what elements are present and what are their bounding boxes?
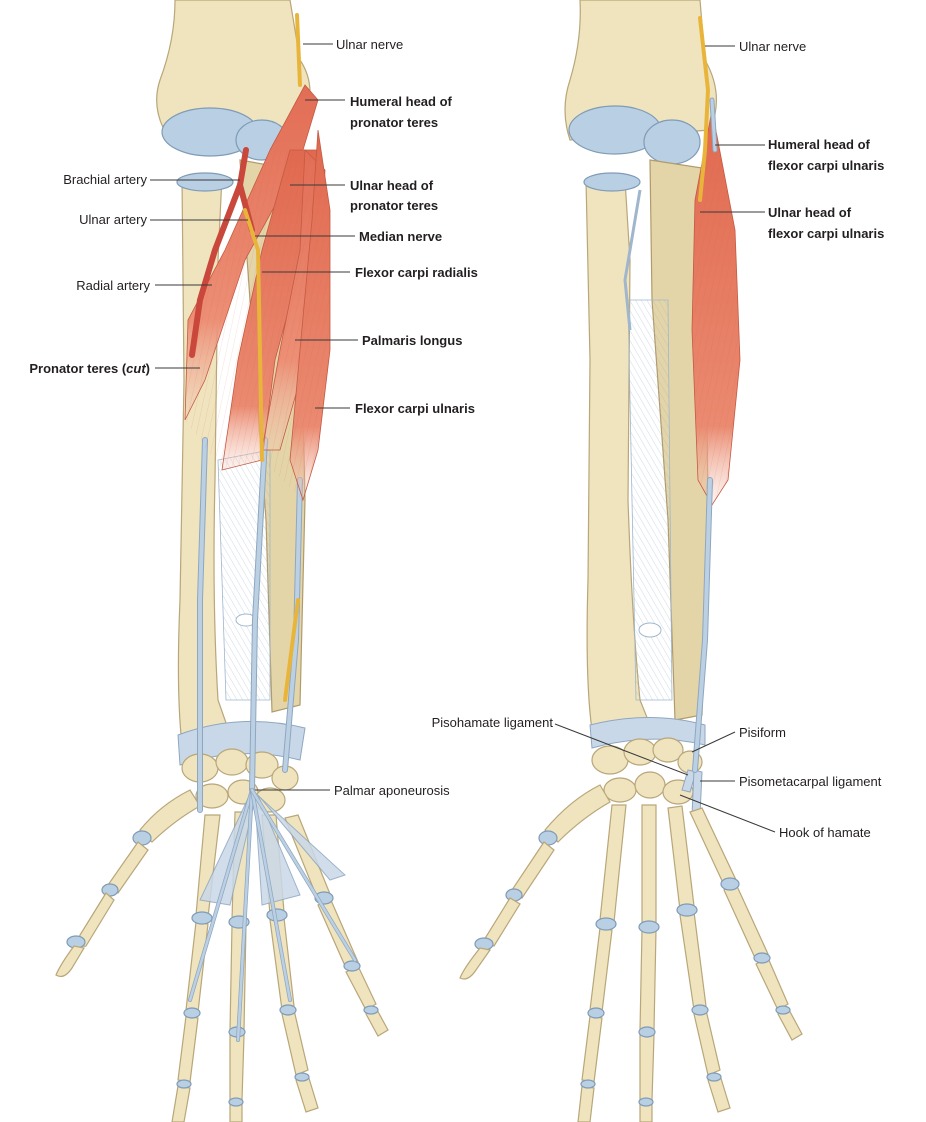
label-pisiform: Pisiform — [739, 725, 786, 740]
interosseous-membrane-right — [627, 299, 673, 701]
label-ulnar-head-pronator-teres-2: pronator teres — [350, 198, 438, 213]
label-median-nerve: Median nerve — [359, 229, 442, 244]
label-pronator-teres-cut: Pronator teres (cut) — [29, 361, 150, 376]
radial-head-right — [583, 172, 641, 192]
label-hook-of-hamate: Hook of hamate — [779, 825, 871, 840]
brachial-artery — [237, 147, 249, 188]
label-humeral-head-pronator-teres-1: Humeral head of — [350, 94, 453, 109]
right-forearm — [459, 0, 803, 1122]
label-pisometacarpal-ligament: Pisometacarpal ligament — [739, 774, 882, 789]
carpals-right — [591, 737, 703, 805]
label-humeral-head-pronator-teres-2: pronator teres — [350, 115, 438, 130]
label-ulnar-head-fcu-2: flexor carpi ulnaris — [768, 226, 884, 241]
label-palmar-aponeurosis: Palmar aponeurosis — [334, 783, 450, 798]
label-flexor-carpi-ulnaris: Flexor carpi ulnaris — [355, 401, 475, 416]
thumb-right — [459, 784, 611, 980]
nerves-left — [243, 13, 302, 702]
label-flexor-carpi-radialis: Flexor carpi radialis — [355, 265, 478, 280]
label-ulnar-head-fcu-1: Ulnar head of — [768, 205, 852, 220]
ulnar-nerve-left — [295, 13, 302, 87]
wrist-band-right — [589, 717, 706, 749]
label-ulnar-nerve-right: Ulnar nerve — [739, 39, 806, 54]
humerus-right — [564, 0, 718, 141]
fingers-right — [577, 804, 803, 1122]
label-ulnar-artery: Ulnar artery — [79, 212, 147, 227]
radial-head-left — [176, 172, 234, 192]
label-humeral-head-fcu-1: Humeral head of — [768, 137, 871, 152]
tendons-left — [188, 437, 357, 1042]
label-pisohamate-ligament: Pisohamate ligament — [432, 715, 554, 730]
palmar-aponeurosis-shape — [199, 789, 346, 906]
left-forearm — [55, 0, 389, 1122]
label-ulnar-nerve-left: Ulnar nerve — [336, 37, 403, 52]
label-radial-artery: Radial artery — [76, 278, 150, 293]
ulnar-nerve-right — [698, 16, 711, 202]
label-palmaris-longus: Palmaris longus — [362, 333, 462, 348]
ulnar-nerve-distal-left — [283, 598, 300, 702]
capitulum-right — [643, 119, 701, 165]
humerus-left — [156, 0, 311, 141]
labels-right: Ulnar nerve Humeral head of flexor carpi… — [432, 39, 885, 840]
label-ulnar-head-pronator-teres-1: Ulnar head of — [350, 178, 434, 193]
oblique-cord-right — [623, 189, 642, 331]
label-humeral-head-fcu-2: flexor carpi ulnaris — [768, 158, 884, 173]
radial-artery — [189, 182, 243, 358]
labels-left: Ulnar nerve Humeral head of pronator ter… — [29, 37, 478, 798]
thumb-left — [55, 789, 201, 978]
median-nerve — [243, 208, 264, 462]
label-brachial-artery: Brachial artery — [63, 172, 147, 187]
membrane-opening-right — [638, 622, 662, 638]
leader-lines — [150, 43, 776, 833]
